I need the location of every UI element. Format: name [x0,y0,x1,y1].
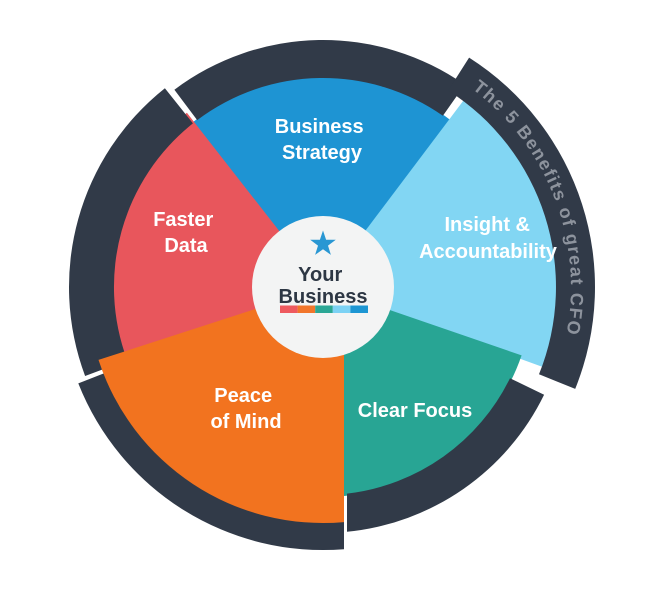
center-hub-circle [252,216,394,358]
color-bar-segment-lightblue [332,305,351,313]
color-bar-segment-teal [315,305,333,313]
ring-title-arc [448,57,595,389]
color-bar-segment-blue [350,305,368,313]
center-color-bar [280,305,368,313]
star-icon [310,230,336,255]
ring-arc-bottom-right [347,378,545,532]
label-faster-data: Faster Data [153,209,219,257]
ring-arc-top [174,40,465,121]
color-bar-segment-orange [297,305,316,313]
segment-business-strategy [185,76,453,288]
color-bar-segment-red [280,305,298,313]
label-business-strategy: Business Strategy [275,116,370,164]
label-peace-of-mind: Peace of Mind [210,385,281,433]
segment-peace-of-mind [98,287,344,524]
ring-arc-top-left [68,88,193,376]
center-hub-label: Your Business [279,264,368,308]
label-insight-accountability: Insight & Accountability [419,214,558,263]
label-clear-focus: Clear Focus [358,400,472,422]
segment-clear-focus [323,287,522,497]
